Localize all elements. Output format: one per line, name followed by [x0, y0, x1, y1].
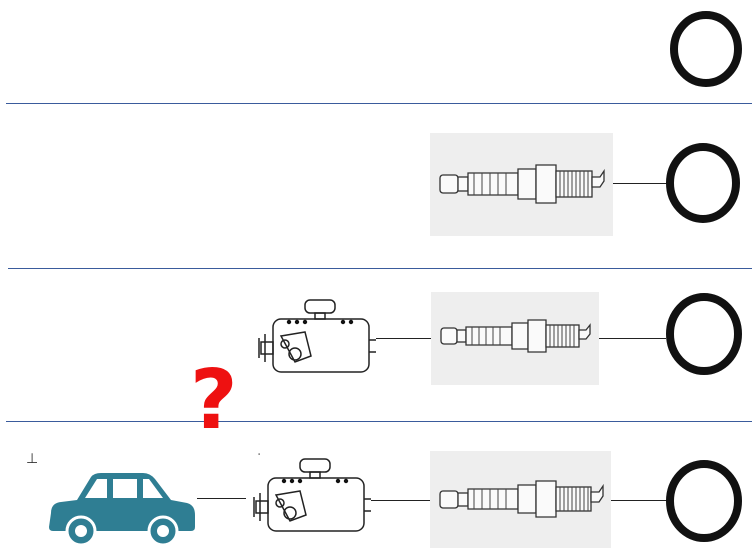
connector-line [376, 338, 431, 339]
spark-plug-icon [430, 133, 613, 236]
row-divider-3 [6, 421, 752, 422]
reference-mark: ⊥ [26, 451, 39, 467]
engine-icon [251, 296, 376, 384]
car-icon [49, 473, 195, 547]
connector-line [613, 183, 668, 184]
engine-icon [246, 455, 371, 543]
connector-line [599, 338, 666, 339]
o-ring-icon [666, 143, 740, 223]
row-divider-1 [6, 103, 752, 104]
connector-line [611, 500, 668, 501]
o-ring-icon [666, 293, 742, 375]
o-ring-icon [666, 460, 742, 542]
o-ring-icon [670, 11, 742, 87]
spark-plug-icon [430, 451, 611, 548]
spark-plug-icon [431, 292, 599, 385]
row-divider-2 [8, 268, 752, 269]
connector-line [197, 498, 255, 499]
question-mark: ? [190, 353, 238, 448]
connector-line [371, 500, 431, 501]
